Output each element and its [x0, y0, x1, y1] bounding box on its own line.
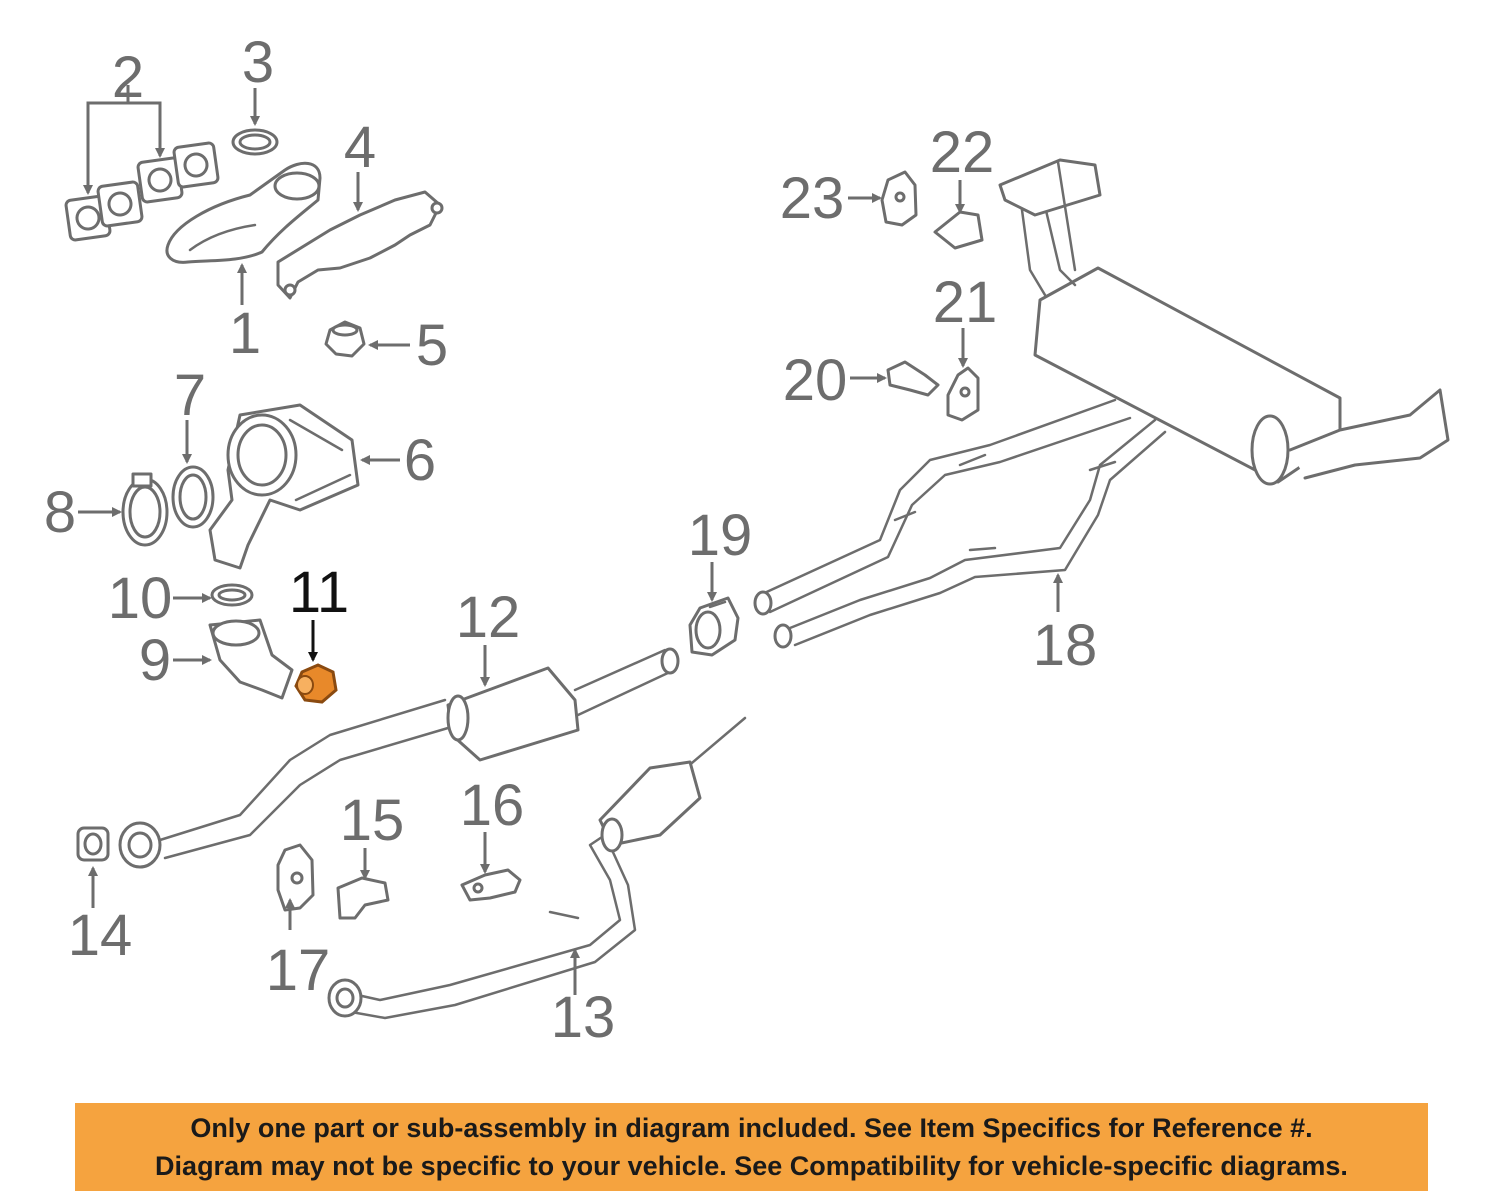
callout-5: 5 — [416, 313, 448, 378]
callout-12: 12 — [456, 585, 521, 650]
part-15-bracket — [336, 876, 390, 920]
callout-19: 19 — [688, 503, 753, 568]
callout-20: 20 — [783, 348, 848, 413]
part-4-heat-shield — [276, 190, 444, 300]
callout-15: 15 — [340, 788, 405, 853]
part-10-gasket — [210, 583, 254, 607]
disclaimer-line-2: Diagram may not be specific to your vehi… — [155, 1151, 1348, 1181]
disclaimer-line-1: Only one part or sub-assembly in diagram… — [190, 1113, 1313, 1143]
rear-muffler-assembly — [998, 158, 1450, 486]
callout-10: 10 — [108, 566, 173, 631]
part-2-manifold-gaskets — [64, 141, 220, 242]
callout-4: 4 — [344, 115, 376, 180]
callout-8: 8 — [44, 480, 76, 545]
part-1-exhaust-manifold — [165, 161, 322, 264]
part-20-hanger — [886, 360, 940, 397]
callout-3: 3 — [242, 30, 274, 95]
part-3-ring-gasket — [231, 128, 279, 156]
callout-13: 13 — [551, 985, 616, 1050]
part-8-clamp — [121, 472, 169, 547]
part-6-catalytic-converter — [208, 403, 360, 570]
callout-14: 14 — [68, 903, 133, 968]
part-9-pipe-flange — [208, 618, 294, 700]
callout-2: 2 — [112, 45, 144, 110]
callout-18: 18 — [1033, 613, 1098, 678]
callout-17: 17 — [266, 938, 331, 1003]
callout-6: 6 — [404, 428, 436, 493]
callout-labels: 1 2 3 4 5 6 7 8 9 10 11 12 13 14 15 16 1… — [44, 30, 1097, 1050]
part-5-nut — [324, 320, 366, 358]
part-16-hanger-bracket — [460, 868, 522, 902]
part-12-center-muffler-pipe — [118, 647, 680, 869]
part-7-gasket — [171, 465, 215, 529]
disclaimer-banner: Only one part or sub-assembly in diagram… — [75, 1103, 1428, 1191]
callout-7: 7 — [174, 363, 206, 428]
callout-21: 21 — [933, 270, 998, 335]
callout-22: 22 — [930, 120, 995, 185]
part-19-clamp — [688, 596, 740, 657]
callout-1: 1 — [229, 301, 261, 366]
part-13-rear-pipe — [327, 716, 747, 1020]
callout-16: 16 — [460, 773, 525, 838]
part-21-rubber-mount — [946, 366, 980, 422]
part-22-bracket — [933, 210, 984, 250]
callout-9: 9 — [139, 628, 171, 693]
callout-11: 11 — [289, 560, 349, 625]
callout-23: 23 — [780, 166, 845, 231]
part-18-dual-pipes — [753, 398, 1167, 649]
part-14-gasket — [76, 826, 110, 862]
part-17-rubber-mount — [276, 843, 315, 912]
part-11-nut-highlighted — [294, 663, 338, 704]
part-23-rubber-mount — [880, 170, 918, 227]
callout-arrows — [78, 85, 1063, 995]
